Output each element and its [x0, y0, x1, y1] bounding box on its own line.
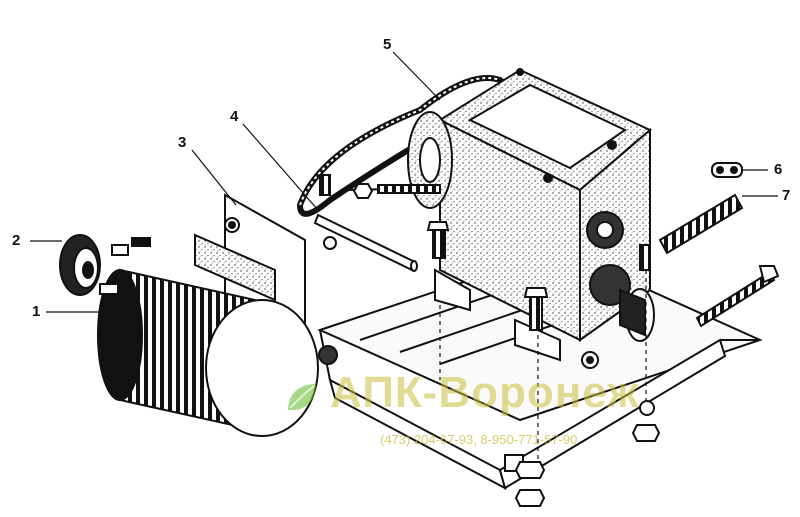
- callout-3: 3: [178, 134, 187, 151]
- callout-1: 1: [32, 303, 41, 320]
- chain-link: [711, 162, 743, 178]
- fasteners: [319, 174, 780, 507]
- watermark-leaf-logo: [288, 384, 316, 411]
- callout-6: 6: [774, 161, 783, 178]
- watermark-phone: (473) 204-67-93, 8-950-771-57-90: [380, 432, 578, 447]
- callout-5: 5: [383, 36, 392, 53]
- callout-2: 2: [12, 232, 21, 249]
- callout-4: 4: [230, 108, 239, 125]
- watermark-title: АПК-Воронеж: [330, 368, 640, 417]
- shaft: [313, 213, 418, 272]
- leader-lines: [30, 51, 778, 460]
- drive-chain: [658, 193, 744, 255]
- motor-pulley: [59, 234, 151, 296]
- output-sprocket: [619, 288, 655, 342]
- callout-7: 7: [782, 187, 791, 204]
